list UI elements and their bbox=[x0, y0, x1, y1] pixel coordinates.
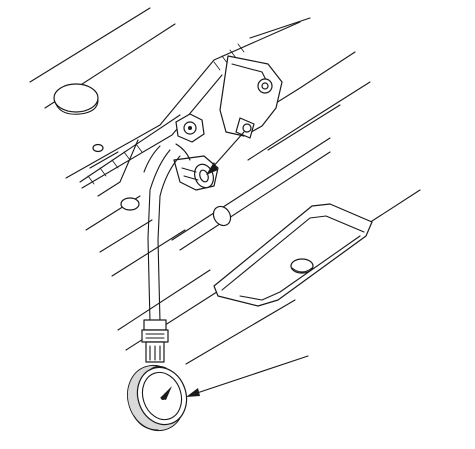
gauge-hose bbox=[143, 143, 191, 323]
oil-pressure-gauge bbox=[127, 364, 188, 432]
sending-unit-port bbox=[173, 155, 219, 191]
casting-edge-hatch bbox=[87, 43, 245, 185]
oil-pan-bracket bbox=[213, 203, 373, 307]
small-bosses bbox=[120, 197, 232, 227]
oil-plug bbox=[53, 83, 104, 153]
engine-block-outline bbox=[29, 7, 421, 365]
pointer-arrow-gauge bbox=[186, 355, 309, 397]
bolt bbox=[175, 113, 205, 143]
hose-fitting bbox=[141, 319, 169, 363]
mounting-bracket bbox=[219, 55, 283, 139]
pointer-arrow-port bbox=[206, 131, 245, 175]
